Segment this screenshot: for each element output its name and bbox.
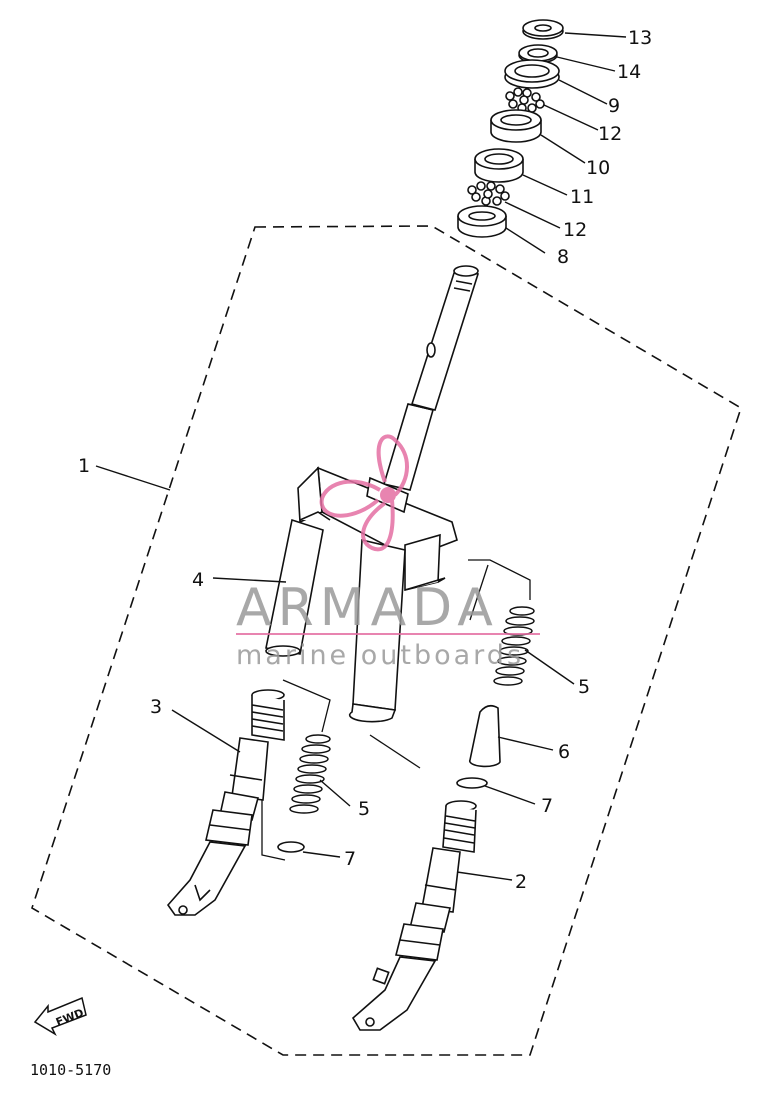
- callout-7-left: 7: [344, 848, 356, 870]
- callout-7-right: 7: [541, 795, 553, 817]
- part-1-steering-stem: [297, 265, 480, 592]
- leader-lines: [95, 32, 627, 881]
- watermark-brand: ARMADA: [236, 578, 499, 638]
- drawing-code: 1010-5170: [30, 1061, 111, 1079]
- callout-2: 2: [515, 871, 527, 893]
- part-12-balls-lower: [467, 181, 510, 206]
- callout-10: 10: [586, 157, 610, 179]
- part-3-left-outer-tube: [166, 689, 285, 916]
- callout-3: 3: [150, 696, 162, 718]
- assembly-boundary: [31, 225, 742, 1056]
- part-5-spring-left: [289, 734, 331, 814]
- callout-4: 4: [192, 569, 204, 591]
- propeller-logo-icon: [319, 434, 409, 552]
- armada-watermark: ARMADA marine outboards: [236, 434, 540, 671]
- watermark-tagline: marine outboards: [236, 640, 524, 671]
- callout-12-lower: 12: [563, 219, 587, 241]
- callout-5-left: 5: [358, 798, 370, 820]
- part-7-seals: [277, 777, 488, 853]
- part-13-nut: [522, 19, 564, 40]
- callout-12-upper: 12: [598, 123, 622, 145]
- steering-bearing-stack: [457, 19, 564, 238]
- part-8-race: [457, 205, 507, 238]
- part-6-spacer: [468, 704, 501, 768]
- callout-5-right: 5: [578, 676, 590, 698]
- part-10-cone: [490, 109, 542, 143]
- callout-13: 13: [628, 27, 652, 49]
- callout-labels: 13 14 9 12 10 11 12 8 1 4 5 3 6 7 5 7 2: [78, 27, 652, 893]
- callout-14: 14: [617, 61, 641, 83]
- part-2-right-outer-tube: [351, 800, 477, 1031]
- group-brackets: [261, 559, 531, 861]
- callout-1: 1: [78, 455, 90, 477]
- part-4-inner-tubes: [265, 518, 406, 723]
- part-11-race: [474, 148, 524, 183]
- callout-11: 11: [570, 186, 594, 208]
- part-12-balls-upper: [505, 87, 545, 113]
- callout-8: 8: [557, 246, 569, 268]
- fwd-arrow-icon: FWD: [33, 996, 87, 1036]
- callout-9: 9: [608, 95, 620, 117]
- callout-6: 6: [558, 741, 570, 763]
- part-9-race: [504, 59, 560, 89]
